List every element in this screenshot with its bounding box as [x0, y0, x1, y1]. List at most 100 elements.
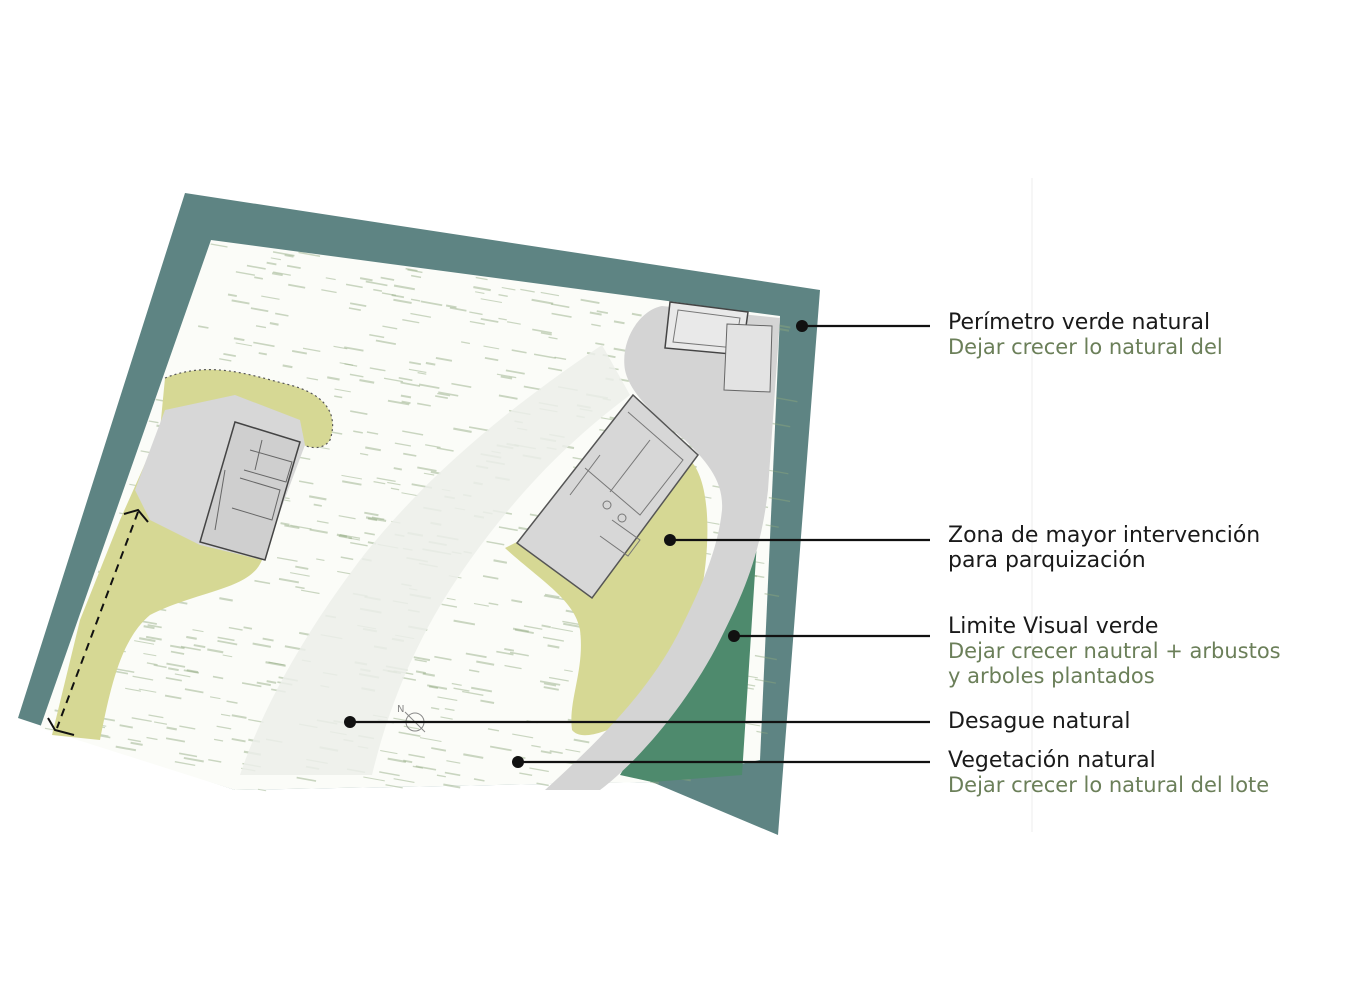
grass-stroke	[613, 320, 625, 325]
parking-pad	[723, 323, 773, 393]
grass-stroke	[520, 288, 535, 293]
grass-stroke	[266, 261, 277, 266]
grass-stroke	[768, 496, 791, 503]
grass-stroke	[480, 298, 503, 304]
grass-stroke	[486, 540, 505, 546]
legend-zona: Zona de mayor intervención para parquiza…	[948, 523, 1260, 573]
grass-stroke	[228, 626, 243, 631]
grass-stroke	[403, 725, 420, 730]
grass-stroke	[542, 636, 564, 642]
grass-stroke	[543, 682, 557, 687]
grass-stroke	[430, 470, 441, 475]
leader-desague	[344, 716, 930, 728]
grass-stroke	[219, 358, 232, 362]
grass-stroke	[217, 636, 235, 642]
grass-stroke	[254, 579, 271, 585]
grass-stroke	[387, 757, 407, 763]
grass-stroke	[449, 306, 467, 312]
grass-stroke	[550, 303, 570, 309]
grass-stroke	[451, 382, 472, 388]
grass-stroke	[438, 391, 459, 397]
grass-stroke	[308, 495, 327, 501]
leader-zona-dot	[664, 534, 676, 546]
grass-stroke	[298, 480, 314, 485]
grass-stroke	[483, 345, 500, 350]
grass-stroke	[217, 640, 238, 646]
grass-stroke	[443, 783, 461, 789]
grass-stroke	[350, 410, 368, 415]
grass-stroke	[414, 658, 427, 663]
grass-stroke	[769, 422, 791, 428]
grass-stroke	[300, 589, 320, 595]
grass-stroke	[271, 272, 283, 277]
grass-stroke	[348, 307, 361, 311]
grass-stroke	[341, 474, 363, 480]
grass-stroke	[291, 349, 308, 355]
grass-stroke	[253, 341, 275, 348]
grass-stroke	[391, 294, 405, 299]
grass-stroke	[493, 559, 508, 564]
legend-vegetacion-title: Vegetación natural	[948, 748, 1156, 773]
grass-stroke	[768, 469, 789, 475]
leader-vegetacion	[512, 756, 930, 768]
grass-stroke	[349, 302, 367, 308]
grass-stroke	[469, 320, 485, 325]
grass-stroke	[231, 737, 246, 743]
grass-stroke	[776, 397, 798, 403]
grass-stroke	[487, 728, 500, 732]
grass-stroke	[208, 758, 222, 763]
north-label: N	[397, 704, 404, 715]
grass-stroke	[402, 319, 420, 324]
grass-stroke	[756, 730, 768, 735]
grass-stroke	[143, 625, 155, 630]
grass-stroke	[613, 347, 627, 352]
grass-stroke	[512, 733, 534, 739]
grass-stroke	[547, 644, 560, 649]
grass-stroke	[288, 283, 306, 289]
grass-stroke	[382, 325, 398, 330]
grass-stroke	[408, 753, 425, 759]
grass-stroke	[380, 749, 398, 755]
grass-stroke	[484, 356, 499, 362]
grass-stroke	[498, 394, 518, 400]
legend-desague-title: Desague natural	[948, 709, 1131, 734]
grass-stroke	[125, 687, 142, 692]
grass-stroke	[415, 765, 437, 771]
grass-stroke	[325, 277, 336, 281]
grass-stroke	[342, 480, 362, 486]
grass-stroke	[445, 304, 457, 309]
grass-stroke	[401, 400, 411, 404]
driveway	[545, 306, 780, 790]
grass-stroke	[417, 466, 437, 472]
grass-stroke	[146, 736, 158, 741]
grass-stroke	[435, 357, 453, 362]
grass-stroke	[231, 714, 247, 719]
grass-stroke	[402, 430, 424, 436]
grass-stroke	[170, 650, 185, 655]
grass-stroke	[261, 295, 280, 300]
grass-stroke	[754, 678, 776, 684]
grass-stroke	[511, 349, 527, 354]
grass-stroke	[387, 481, 401, 486]
grass-stroke	[337, 570, 352, 575]
legend-limite-subtitle-line2: y arboles plantados	[948, 664, 1155, 688]
grass-stroke	[148, 714, 164, 719]
grass-stroke	[541, 624, 551, 629]
grass-stroke	[365, 446, 382, 452]
grass-stroke	[501, 286, 516, 291]
grass-stroke	[548, 336, 558, 340]
grass-stroke	[398, 377, 413, 382]
grass-stroke	[165, 737, 186, 743]
grass-stroke	[488, 602, 499, 606]
grass-stroke	[412, 765, 424, 769]
grass-stroke	[145, 635, 162, 641]
visual-limit-green	[620, 495, 760, 782]
grass-stroke	[410, 312, 432, 318]
grass-stroke	[212, 675, 224, 680]
legend-vegetacion: Vegetación natural Dejar crecer lo natur…	[948, 748, 1269, 798]
grass-stroke	[256, 681, 271, 687]
grass-stroke	[336, 533, 348, 538]
grass-stroke	[509, 651, 529, 657]
grass-stroke	[184, 688, 204, 694]
grass-stroke	[498, 526, 518, 532]
